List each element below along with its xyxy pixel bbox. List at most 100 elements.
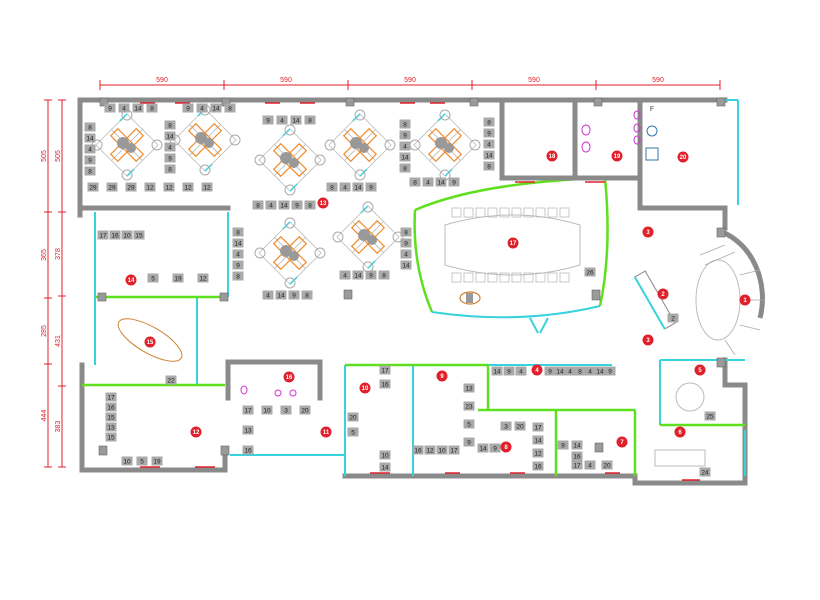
equipment-tag: 8 xyxy=(483,117,495,127)
tag-number: 19 xyxy=(174,275,182,282)
equipment-tag: 4 xyxy=(196,103,208,113)
tag-number: 8 xyxy=(228,105,232,112)
equipment-tag: 17 xyxy=(242,405,254,415)
tag-number: 29 xyxy=(108,184,116,191)
tag-number: 14 xyxy=(401,154,409,161)
tag-number: 4 xyxy=(236,251,240,258)
equipment-tag: 16 xyxy=(105,402,117,412)
tag-number: 4 xyxy=(588,462,592,469)
workstation-clusters xyxy=(91,104,481,289)
equipment-tag: 15 xyxy=(105,432,117,442)
room-number: 1 xyxy=(743,298,747,304)
tag-number: 3 xyxy=(284,407,288,414)
tag-number: 10 xyxy=(438,447,446,454)
tag-number: 14 xyxy=(534,437,542,444)
tag-number: 8 xyxy=(308,202,312,209)
equipment-tag: 4 xyxy=(339,270,351,280)
tag-number: 8 xyxy=(578,368,582,375)
room-number-marker: 5 xyxy=(694,364,706,376)
tag-number: 14 xyxy=(212,105,220,112)
tag-number: 5 xyxy=(151,275,155,282)
equipment-tag: 19 xyxy=(151,456,163,466)
equipment-tag: 4 xyxy=(265,200,277,210)
room-number: 20 xyxy=(680,155,687,161)
tag-number: 17 xyxy=(573,462,581,469)
tag-number: 4 xyxy=(200,105,204,112)
equipment-tag: 4 xyxy=(515,366,527,376)
tag-number: 14 xyxy=(493,368,501,375)
tag-number: 16 xyxy=(414,447,422,454)
tag-number: 9 xyxy=(507,368,511,375)
equipment-tag: 17 xyxy=(571,460,583,470)
tag-number: 2 xyxy=(671,315,675,322)
tag-number: 12 xyxy=(184,184,192,191)
tag-number: 22 xyxy=(167,377,175,384)
tag-number: 8 xyxy=(236,229,240,236)
equipment-tag: 9 xyxy=(399,130,411,140)
tag-number: 4 xyxy=(343,272,347,279)
room-number-marker: 13 xyxy=(317,197,329,209)
equipment-tag: 9 xyxy=(448,177,460,187)
dimension-label: 590 xyxy=(280,77,292,84)
equipment-tag: 17 xyxy=(97,230,109,240)
tag-number: 4 xyxy=(487,141,491,148)
meeting-table xyxy=(654,449,706,467)
equipment-tag: 4 xyxy=(84,144,96,154)
workstation-cluster xyxy=(409,109,481,181)
room-number-marker: 8 xyxy=(500,441,512,453)
equipment-tag: 8 xyxy=(164,164,176,174)
equipment-tag: 4 xyxy=(584,460,596,470)
tag-number: 10 xyxy=(381,452,389,459)
equipment-tag: 2 xyxy=(667,313,679,323)
room-number: 8 xyxy=(504,445,508,451)
tag-number: 4 xyxy=(403,143,407,150)
equipment-tag: 14 xyxy=(379,462,391,472)
tag-number: 9 xyxy=(266,117,270,124)
equipment-tag: 8 xyxy=(400,227,412,237)
equipment-tag: 4 xyxy=(564,366,576,376)
equipment-tag: 14 xyxy=(532,435,544,445)
equipment-tag: 4 xyxy=(262,290,274,300)
room-number-marker: 10 xyxy=(359,382,371,394)
equipment-tag: 17 xyxy=(379,365,391,375)
equipment-tag: 10 xyxy=(261,405,273,415)
dimension-label: 505 xyxy=(41,150,48,162)
tag-number: 14 xyxy=(381,464,389,471)
equipment-tag: 15 xyxy=(105,412,117,422)
room-number-marker: 17 xyxy=(507,237,519,249)
room-number-marker: 9 xyxy=(436,370,448,382)
equipment-tag: 12 xyxy=(163,182,175,192)
equipment-tag: 9 xyxy=(365,270,377,280)
tag-number: 17 xyxy=(99,232,107,239)
equipment-tag: 17 xyxy=(448,445,460,455)
equipment-tag: 4 xyxy=(399,141,411,151)
tag-number: 14 xyxy=(166,133,174,140)
equipment-tag: 14 xyxy=(232,238,244,248)
tag-number: 8 xyxy=(382,272,386,279)
equipment-tag: 4 xyxy=(164,142,176,152)
tag-number: 4 xyxy=(266,292,270,299)
tag-number: 4 xyxy=(404,251,408,258)
equipment-tag: 26 xyxy=(584,267,596,277)
equipment-tag: 9 xyxy=(400,238,412,248)
equipment-tag: 8 xyxy=(304,115,316,125)
tag-number: 15 xyxy=(107,434,115,441)
tag-number: 17 xyxy=(450,447,458,454)
equipment-tag: 9 xyxy=(503,366,515,376)
tag-number: 8 xyxy=(236,273,240,280)
equipment-tag: 12 xyxy=(201,182,213,192)
tag-number: 10 xyxy=(263,407,271,414)
equipment-tag: 14 xyxy=(400,260,412,270)
equipment-tag: 16 xyxy=(379,379,391,389)
room-number-marker: 15 xyxy=(144,336,156,348)
kitchen: F xyxy=(645,106,659,161)
tag-number: 25 xyxy=(706,413,714,420)
tag-number: 16 xyxy=(107,404,115,411)
equipment-tag: 9 xyxy=(544,366,556,376)
equipment-tag: 19 xyxy=(172,273,184,283)
equipment-tag: 13 xyxy=(242,425,254,435)
tag-number: 5 xyxy=(467,421,471,428)
equipment-tag: 16 xyxy=(571,451,583,461)
equipment-tag: 4 xyxy=(483,139,495,149)
